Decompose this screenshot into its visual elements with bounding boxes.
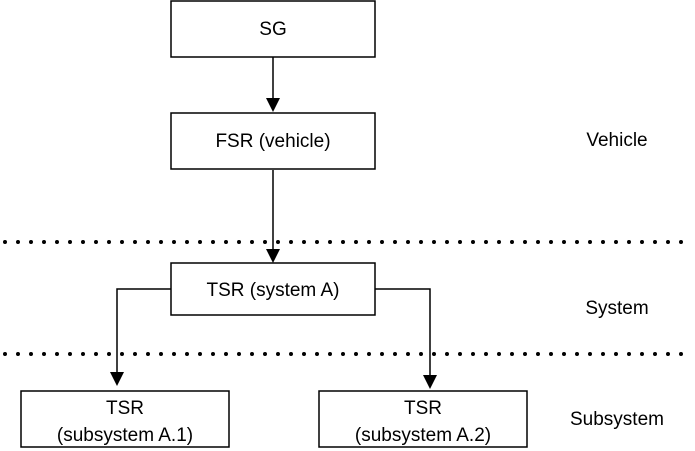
arrowhead-tsr-system [266,249,280,263]
arrowhead-fsr [266,98,280,112]
level-label-system: System [585,298,648,319]
fsr-vehicle-box-label: FSR (vehicle) [215,131,330,152]
tsr-subsystem-a2-box-label-line2: (subsystem A.2) [355,425,491,446]
tsr-subsystem-a2-box-label-line1: TSR [404,398,442,419]
tsr-subsystem-a1-box-label-line2: (subsystem A.1) [57,425,193,446]
level-label-subsystem: Subsystem [570,409,664,430]
tsr-subsystem-a2-box: TSR (subsystem A.2) [318,390,528,448]
connector-tsr-system-to-subsystem-a1 [116,288,171,375]
sg-box: SG [170,0,376,58]
arrowhead-subsystem-a2 [423,375,437,389]
connector-tsr-system-to-subsystem-a2 [375,288,431,375]
sg-box-label: SG [259,19,286,40]
tsr-system-a-box-label: TSR (system A) [206,280,339,301]
tsr-subsystem-a1-box: TSR (subsystem A.1) [20,390,230,448]
tsr-system-a-box: TSR (system A) [170,262,376,316]
arrowhead-subsystem-a1 [110,372,124,386]
level-label-vehicle: Vehicle [586,130,647,151]
fsr-vehicle-box: FSR (vehicle) [170,112,376,170]
tsr-subsystem-a1-box-label-line1: TSR [106,398,144,419]
